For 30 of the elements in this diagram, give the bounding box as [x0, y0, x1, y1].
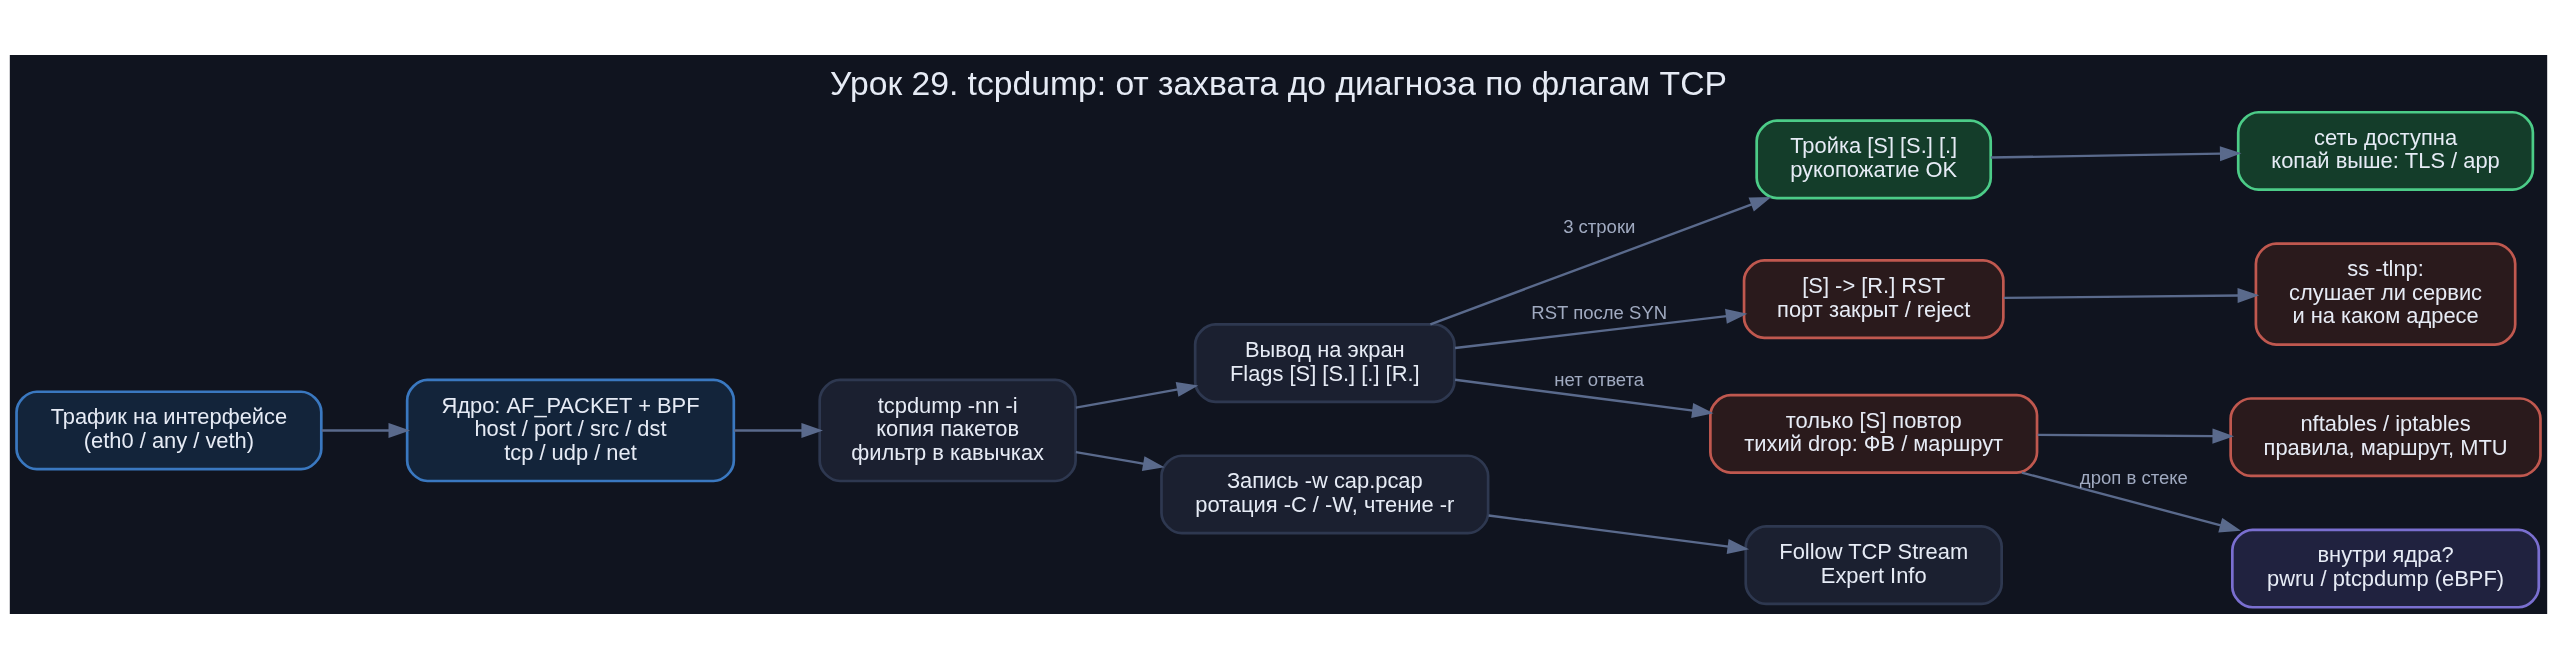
- arrow: [1454, 308, 1748, 350]
- node-box: ss -tlnp: слушает ли сервис и на каком адресе: [2254, 242, 2517, 346]
- node-box: tcpdump -nn -i копия пакетов фильтр в кавычках: [818, 378, 1077, 483]
- node-box: Ядро: AF_PACKET + BPF host / port / src / dst tcp / udp / net: [405, 378, 736, 483]
- node-box: только [S] повтор тихий drop: ФВ / маршрут: [1709, 393, 2039, 474]
- node-box: nftables / iptables правила, маршрут, MTU: [2229, 397, 2542, 478]
- arrow: [1075, 382, 1199, 409]
- arrow: [733, 422, 823, 439]
- node-box: сеть доступна копай выше: TLS / app: [2236, 110, 2535, 192]
- edge-label: RST после SYN: [1531, 302, 1668, 324]
- diagram-title: Урок 29. tcpdump: от захвата до диагноза по флагам TCP: [830, 65, 1727, 103]
- arrow: [321, 422, 411, 439]
- arrow: [2037, 428, 2235, 444]
- edge-label: нет ответа: [1554, 369, 1645, 391]
- node-box: Запись -w cap.pcap ротация -C / -W, чтение -r: [1160, 454, 1490, 535]
- node-box: Тройка [S] [S.] [.] рукопожатие OK: [1755, 119, 1993, 200]
- arrow: [2003, 288, 2260, 304]
- node-box: Трафик на интерфейсе (eth0 / any / veth): [15, 390, 323, 471]
- arrow: [1488, 514, 1750, 554]
- edge-label: 3 строки: [1563, 216, 1636, 238]
- node-box: Follow TCP Stream Expert Info: [1744, 525, 2003, 606]
- arrow: [1454, 378, 1714, 419]
- arrow: [1429, 196, 1772, 326]
- node-box: [S] -> [R.] RST порт закрыт / reject: [1742, 259, 2005, 340]
- arrow: [1990, 146, 2242, 162]
- arrow: [1075, 450, 1165, 472]
- node-box: Вывод на экран Flags [S] [S.] [.] [R.]: [1193, 323, 1456, 404]
- node-box: внутри ядра? pwru / ptcpdump (eBPF): [2231, 528, 2541, 609]
- arrow: [2021, 471, 2242, 533]
- edge-label: дроп в стеке: [2079, 467, 2188, 489]
